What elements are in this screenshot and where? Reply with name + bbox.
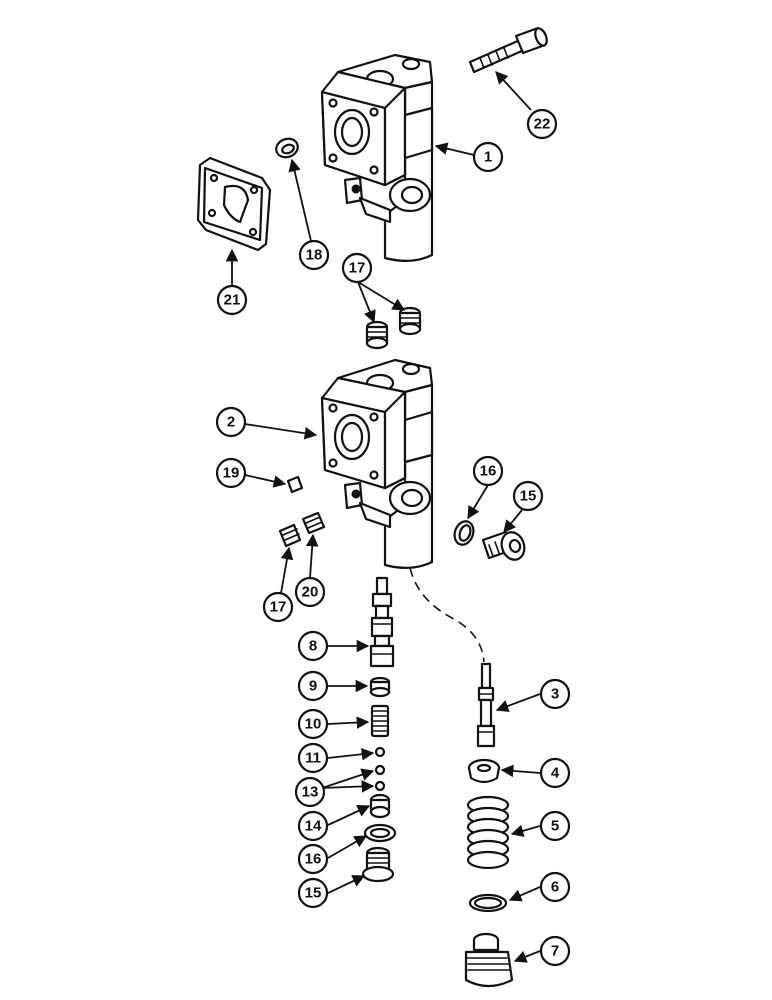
poppet-part-9 <box>369 676 391 698</box>
callout-14: 14 <box>297 810 329 842</box>
cover-plate-part-21 <box>196 156 272 252</box>
svg-text:13: 13 <box>302 784 319 801</box>
seal-part-16-upper <box>453 520 475 546</box>
svg-text:7: 7 <box>551 943 559 960</box>
plug-part-19 <box>286 475 304 494</box>
plug-part-17-lower <box>278 523 302 548</box>
svg-text:2: 2 <box>227 414 235 431</box>
callout-10: 10 <box>297 708 329 740</box>
callout-18: 18 <box>298 239 330 271</box>
valve-body-part-2 <box>320 358 434 569</box>
svg-text:1: 1 <box>484 149 492 166</box>
callout-17-upper: 17 <box>341 252 373 284</box>
seat-part-14 <box>369 793 391 819</box>
plug-part-15-lower <box>361 846 395 883</box>
plugs-part-17-upper <box>365 306 422 350</box>
svg-text:15: 15 <box>305 885 322 902</box>
valve-body-part-1 <box>320 53 434 262</box>
spring-part-5 <box>466 795 510 870</box>
svg-text:16: 16 <box>480 463 497 480</box>
callout-15-lower: 15 <box>297 877 329 909</box>
callout-19: 19 <box>215 457 247 489</box>
callout-21: 21 <box>216 284 248 316</box>
plug-part-7 <box>464 932 514 988</box>
svg-text:21: 21 <box>224 292 241 309</box>
svg-text:19: 19 <box>223 465 240 482</box>
leader-lines <box>225 71 541 963</box>
svg-text:14: 14 <box>305 818 322 835</box>
assembly-line <box>409 567 485 663</box>
callout-16-lower: 16 <box>297 843 329 875</box>
callout-15-upper: 15 <box>512 480 544 512</box>
svg-text:17: 17 <box>349 260 366 277</box>
svg-text:18: 18 <box>306 247 323 264</box>
callout-13: 13 <box>294 776 326 808</box>
callout-1: 1 <box>472 141 504 173</box>
plug-part-15-upper <box>481 530 526 561</box>
spool-part-8 <box>369 576 395 668</box>
o-ring-part-6 <box>468 893 508 913</box>
spool-part-3 <box>476 662 496 748</box>
spring-part-10 <box>370 704 390 738</box>
callout-22: 22 <box>526 108 558 140</box>
bolt-part-22 <box>468 26 548 74</box>
svg-text:20: 20 <box>302 584 319 601</box>
callout-11: 11 <box>297 742 329 774</box>
callout-5: 5 <box>539 810 571 842</box>
balls-part-13 <box>374 764 386 792</box>
svg-text:11: 11 <box>305 750 321 767</box>
callout-7: 7 <box>539 935 571 967</box>
svg-text:15: 15 <box>520 488 537 505</box>
callout-8: 8 <box>297 630 329 662</box>
svg-text:6: 6 <box>551 879 559 896</box>
svg-text:5: 5 <box>551 818 559 835</box>
svg-text:22: 22 <box>534 116 551 133</box>
svg-text:17: 17 <box>270 599 287 616</box>
plug-part-20 <box>301 511 326 535</box>
spring-seat-part-4 <box>467 758 501 784</box>
svg-text:10: 10 <box>305 716 322 733</box>
washer-part-18 <box>275 137 299 159</box>
svg-text:3: 3 <box>551 686 559 703</box>
callout-3: 3 <box>539 678 571 710</box>
callout-2: 2 <box>215 406 247 438</box>
svg-text:4: 4 <box>551 765 560 782</box>
callout-4: 4 <box>539 757 571 789</box>
callout-17-lower: 17 <box>262 591 294 623</box>
seal-part-16-lower <box>363 823 397 843</box>
callout-9: 9 <box>297 670 329 702</box>
svg-text:8: 8 <box>309 638 317 655</box>
callout-16-upper: 16 <box>472 455 504 487</box>
callout-6: 6 <box>539 871 571 903</box>
ball-part-11 <box>374 746 386 758</box>
svg-text:9: 9 <box>309 678 317 695</box>
callout-20: 20 <box>294 576 326 608</box>
svg-text:16: 16 <box>305 851 322 868</box>
